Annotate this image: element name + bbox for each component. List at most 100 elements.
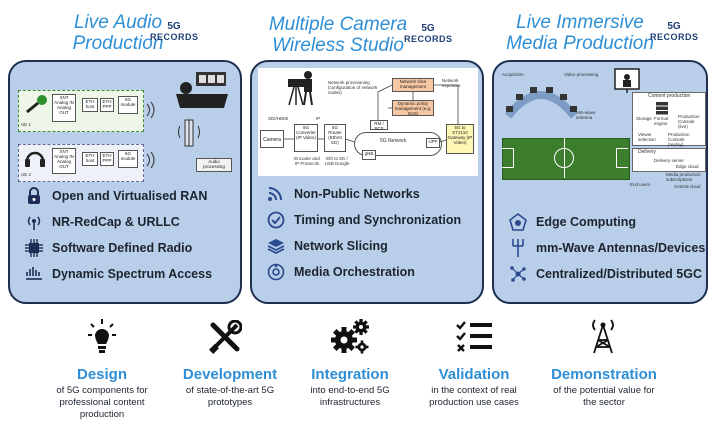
media-prod-label: Media production subscriptions — [666, 172, 701, 182]
feature-npn: Non-Public Networks — [266, 184, 420, 204]
feature-label: NR-RedCap & URLLC — [52, 215, 180, 229]
column-title-immersive: Live Immersive Media Production — [504, 12, 656, 54]
stage-title: Integration — [311, 366, 389, 383]
feature-mmwave: mm-Wave Antennas/Devices — [508, 238, 705, 258]
title-line: Live Audio — [73, 12, 163, 33]
feature-label: Non-Public Networks — [294, 187, 420, 201]
stage-development: Development of state-of-the-art 5G proto… — [168, 366, 292, 409]
stage-validation: Validation in the context of real produc… — [412, 366, 536, 409]
viewer-selection-label: Viewer selection — [638, 132, 656, 142]
logo-bottom: RECORDS — [650, 32, 699, 42]
logo-bottom: RECORDS — [150, 32, 199, 42]
microphone-icon — [24, 94, 48, 119]
logo-bottom: RECORDS — [404, 34, 453, 44]
provisioning-label: Network provisioning (configuration of n… — [328, 80, 378, 95]
storage-label: Storage — [636, 116, 652, 121]
central-cloud-label: Central cloud — [674, 184, 701, 189]
ue1-label: UE 1 — [21, 122, 32, 127]
pitch-goal-area — [616, 148, 628, 168]
xnt-box-2: XNT Analog IN Analog OUT — [52, 148, 76, 174]
ip-label: IP — [316, 116, 321, 121]
orchestration-icon — [266, 262, 286, 282]
headphones-icon — [24, 148, 46, 173]
5g-network-label: 5G Network — [380, 138, 407, 144]
analog-in-label: Analog IN — [54, 100, 74, 105]
slice-management-box: Network slice management — [392, 78, 434, 92]
antenna-signal-icon — [24, 212, 44, 232]
stage-desc-line: professional content — [59, 397, 145, 408]
column-title-studio: Multiple Camera Wireless Studio — [262, 14, 414, 56]
5g-module-box: 5G module — [118, 96, 138, 114]
stage-integration: Integration into end-to-end 5G infrastru… — [290, 366, 410, 409]
feature-label: mm-Wave Antennas/Devices — [536, 241, 706, 255]
feature-edge: Edge Computing — [508, 212, 636, 232]
radio-waves-icon — [144, 100, 160, 125]
stage-desc: of the potential value for the sector — [540, 385, 668, 409]
stage-desc-line: into end-to-end 5G — [310, 385, 390, 396]
policy-management-box: Dynamic policy management (e.g. QoS) — [392, 100, 434, 116]
server-rack-icon — [656, 102, 668, 120]
stage-desc-line: in the context of real — [431, 385, 517, 396]
checklist-icon — [456, 320, 492, 357]
logo-top: 5G — [167, 21, 181, 32]
chip-icon — [24, 238, 44, 258]
title-line: Live Immersive — [516, 12, 644, 33]
converter-box: 5G Converter (IP Video) — [294, 124, 318, 152]
feature-label: Dynamic Spectrum Access — [52, 267, 213, 281]
panel-immersive-media: Acquisition Video processing Mm-wave ant… — [492, 60, 708, 304]
5g-records-logo: 5G RECORDS — [150, 21, 199, 43]
stage-desc-line: the sector — [583, 397, 625, 408]
gateway-box: 5G to ST2110 Gateway (IP Video) — [446, 124, 474, 154]
feature-5gc: Centralized/Distributed 5GC — [508, 264, 702, 284]
base-station-icon — [178, 118, 200, 153]
stage-desc-line: of state-of-the-art 5G — [185, 385, 275, 396]
mmwave-label: Mm-wave antenna — [576, 110, 596, 120]
check-circle-icon — [266, 210, 286, 230]
title-line: Multiple Camera — [268, 14, 408, 35]
eth-host-box-2: ETH host — [82, 152, 98, 166]
feature-label: Centralized/Distributed 5GC — [536, 267, 702, 281]
vr-engine-label: Format engine — [654, 116, 669, 126]
prod-console-label: Production Console (live) — [678, 114, 700, 129]
stage-desc-line: of 5G components for — [56, 385, 148, 396]
eth-ppp-box: ETH PPP — [100, 98, 114, 112]
router-box: 5G Router (Ethrnt 5G) — [324, 124, 346, 152]
eth-dongle-label: Eth to 5G / USB Dongle — [324, 156, 350, 166]
feature-redcap: NR-RedCap & URLLC — [24, 212, 180, 232]
radio-waves-icon — [144, 150, 160, 175]
delivery-box — [632, 148, 706, 172]
sdi-hdmi-label: SDI/HDMI — [268, 116, 289, 121]
feature-label: Timing and Synchronization — [294, 213, 462, 227]
title-line: Wireless Studio — [272, 35, 404, 56]
column-title-audio: Live Audio Production — [48, 12, 188, 54]
network-nodes-icon — [508, 264, 528, 284]
feature-label: Network Slicing — [294, 239, 388, 253]
encoder-label: Encoder and IP Protocols — [294, 156, 320, 166]
eth-ppp-box-2: ETH PPP — [100, 152, 114, 166]
tools-icon — [208, 319, 243, 359]
feature-label: Open and Virtualised RAN — [52, 189, 208, 203]
feature-timing: Timing and Synchronization — [266, 210, 461, 230]
feature-dsa: Dynamic Spectrum Access — [24, 264, 212, 284]
xnt-label: XNT — [59, 149, 69, 154]
stage-desc: in the context of real production use ca… — [412, 385, 536, 409]
spectrum-icon — [24, 264, 44, 284]
panel-live-audio: UE 1 XNT Analog IN Analog OUT ETH host E… — [8, 60, 242, 304]
gnb-box: gNB — [362, 150, 376, 160]
feature-orchestration: Media Orchestration — [266, 262, 415, 282]
stage-title: Validation — [438, 366, 510, 383]
pitch-center-circle — [554, 148, 574, 168]
lightbulb-icon — [88, 318, 116, 361]
feature-label: Edge Computing — [536, 215, 636, 229]
end-users-label: End users — [630, 182, 651, 187]
vr-user-icon — [614, 68, 640, 99]
edge-cloud-label: Edge cloud — [676, 164, 699, 169]
content-production-label: Content production — [648, 93, 691, 99]
upf-box: UPF — [426, 138, 440, 148]
feature-sdr: Software Defined Radio — [24, 238, 192, 258]
stage-demonstration: Demonstration of the potential value for… — [540, 366, 668, 409]
studio-diagram: SDI/HDMI IP Camera 5G Converter (IP Vide… — [258, 68, 478, 176]
stage-desc-line: production use cases — [429, 397, 519, 408]
wifi-icon — [266, 184, 286, 204]
layers-icon — [266, 236, 286, 256]
